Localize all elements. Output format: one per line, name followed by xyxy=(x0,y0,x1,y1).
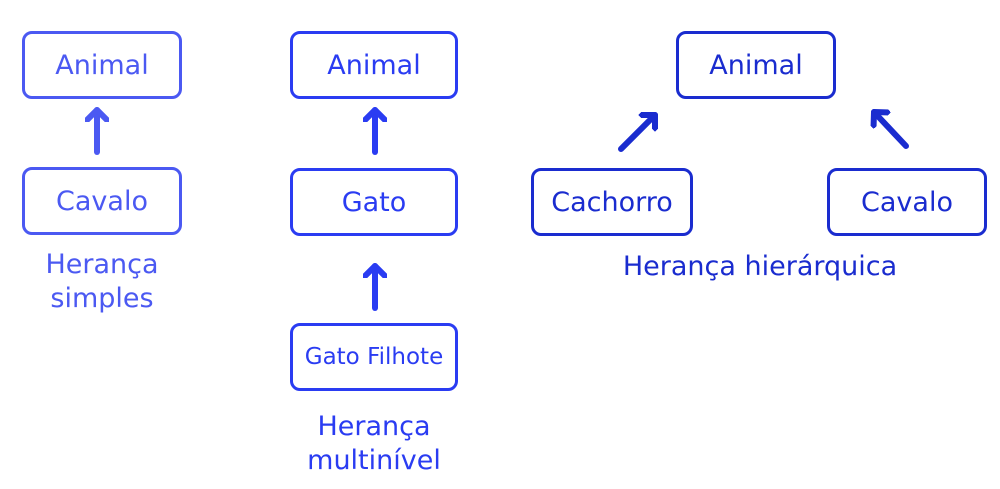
node-label: Cavalo xyxy=(56,185,148,217)
node-label: Animal xyxy=(327,49,421,81)
caption-line: Herança xyxy=(317,411,431,442)
node-cavalo-hierarchical: Cavalo xyxy=(827,168,987,236)
node-label: Cachorro xyxy=(551,186,673,218)
caption-simple: Herança simples xyxy=(22,248,182,316)
node-animal-simple: Animal xyxy=(22,31,182,99)
node-label: Animal xyxy=(55,49,149,81)
node-label: Animal xyxy=(709,49,803,81)
node-cachorro: Cachorro xyxy=(531,168,693,236)
node-label: Gato Filhote xyxy=(304,344,444,370)
node-label: Cavalo xyxy=(861,186,953,218)
caption-line: multinível xyxy=(307,445,441,476)
caption-hierarchical: Herança hierárquica xyxy=(622,251,898,282)
caption-multilevel: Herança multinível xyxy=(280,410,468,478)
arrow-cavalo-to-animal-hier xyxy=(874,109,909,149)
node-gato: Gato xyxy=(290,168,458,236)
node-animal-hierarchical: Animal xyxy=(676,31,836,99)
node-gato-filhote: Gato Filhote xyxy=(290,323,458,391)
node-animal-multilevel: Animal xyxy=(290,31,458,99)
node-cavalo-simple: Cavalo xyxy=(22,167,182,235)
arrow-cachorro-to-animal xyxy=(618,112,658,152)
node-label: Gato xyxy=(341,186,407,218)
caption-line: simples xyxy=(50,283,154,314)
caption-line: Herança xyxy=(45,249,159,280)
